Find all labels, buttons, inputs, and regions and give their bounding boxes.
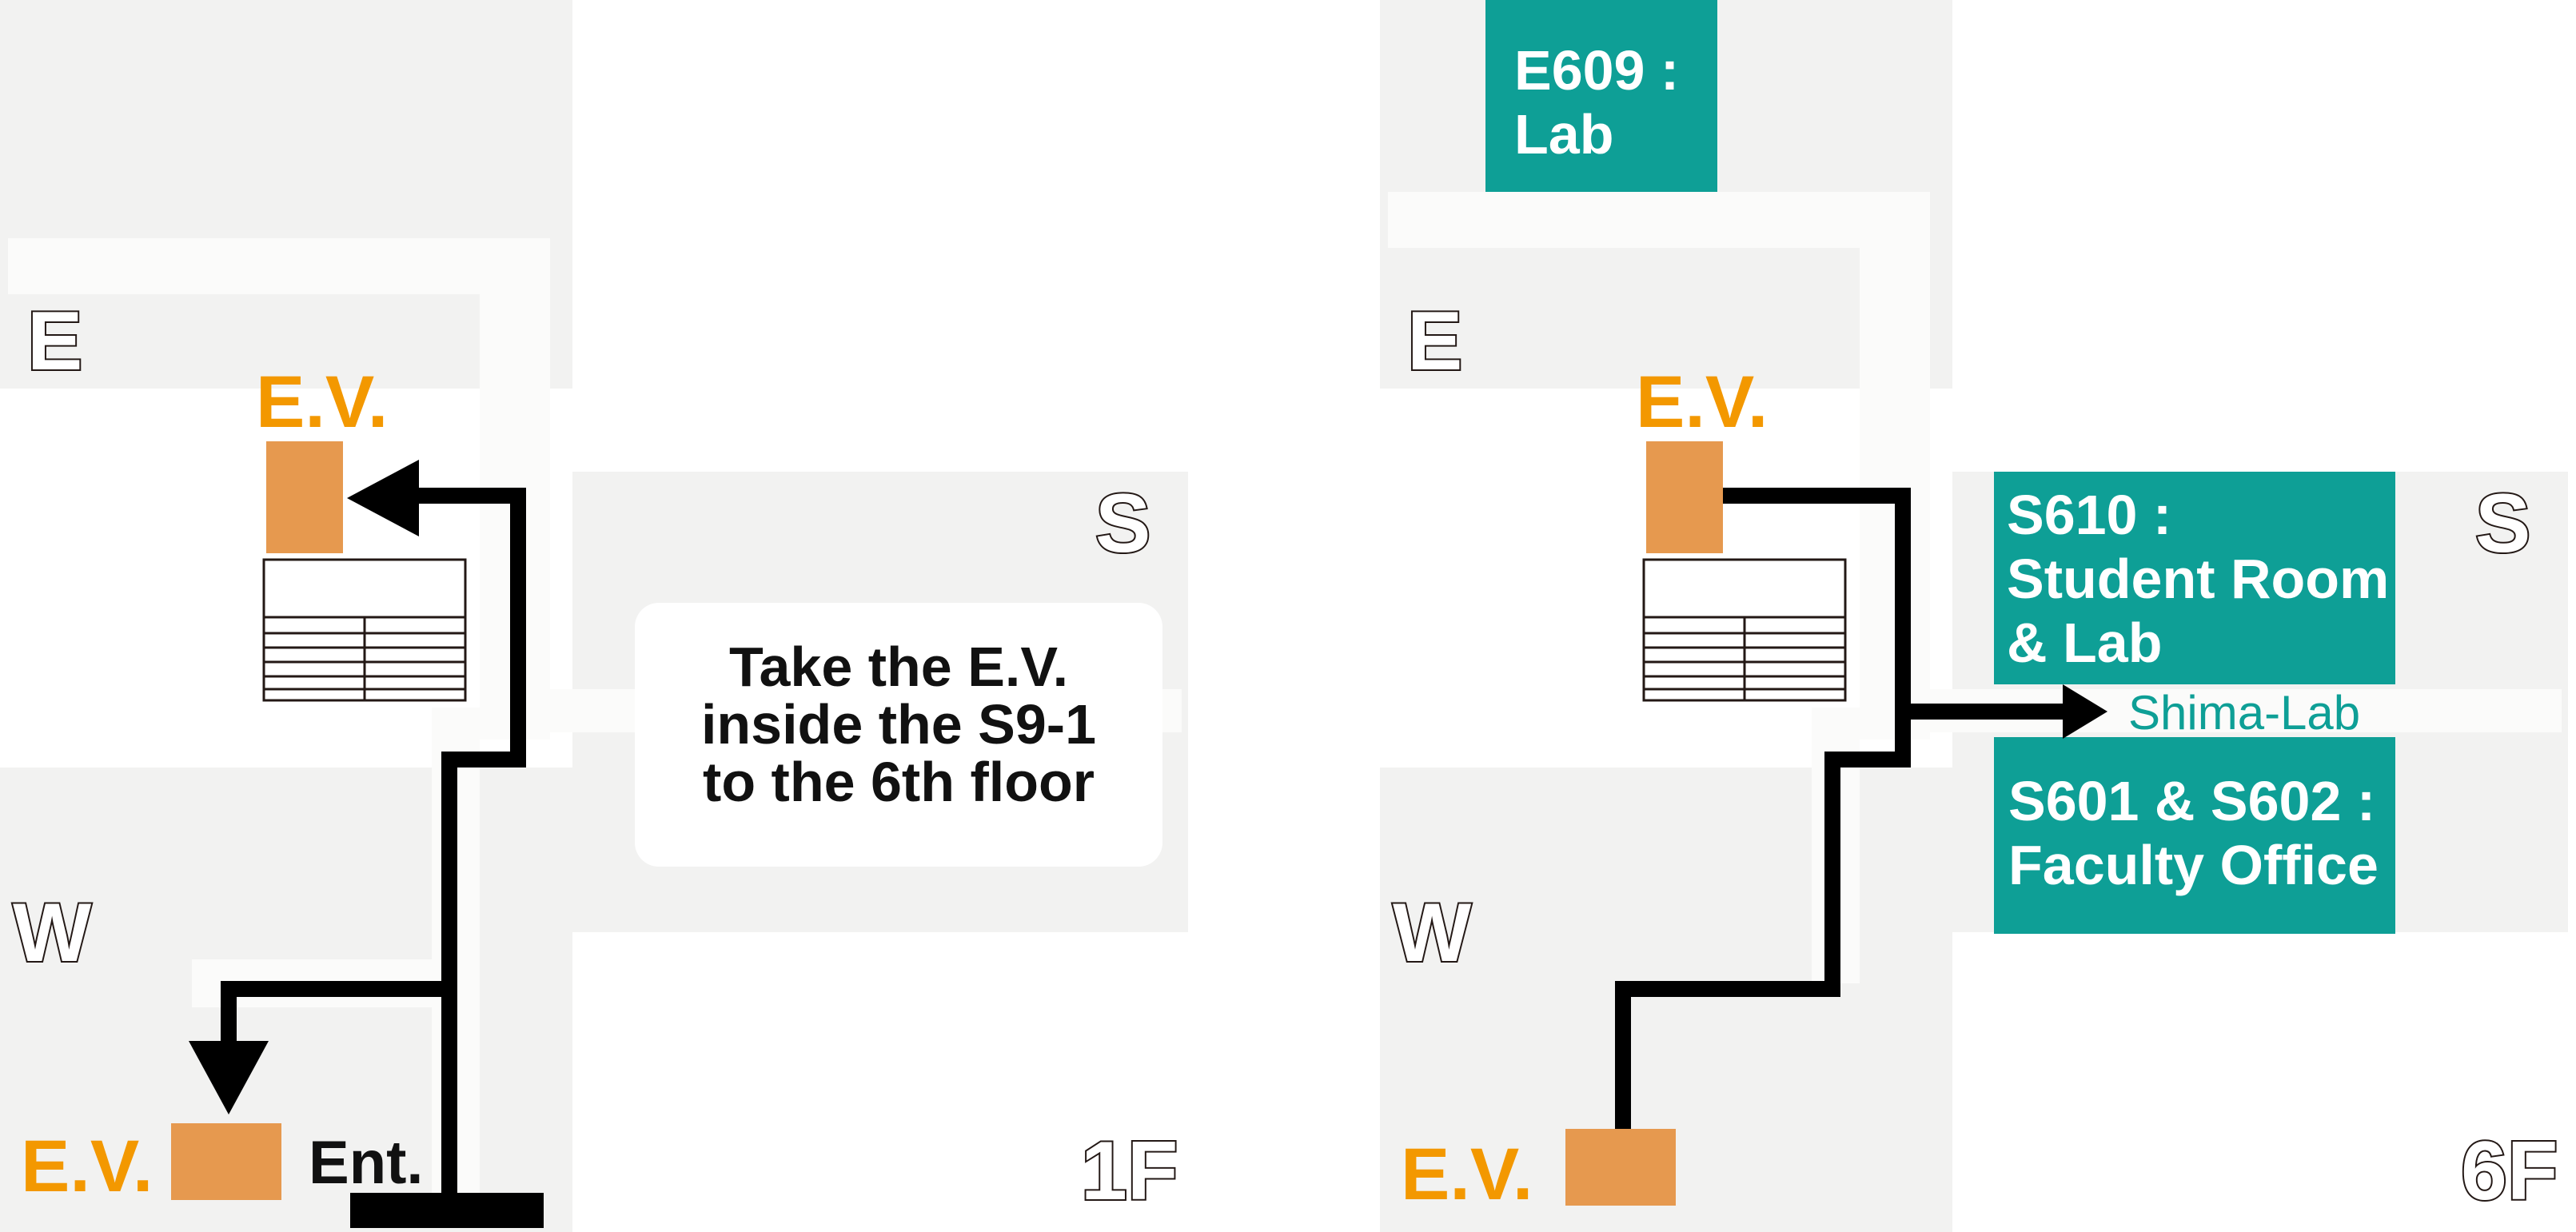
lab-name-label: Shima-Lab bbox=[2128, 686, 2360, 740]
room-s601-s602 bbox=[1994, 737, 2395, 934]
route-path-6f bbox=[1615, 488, 2107, 1129]
void-lower-6f bbox=[1952, 932, 2568, 1232]
stairs-6f bbox=[1642, 558, 1847, 702]
elevator-lower-1f bbox=[171, 1123, 281, 1200]
elevator-lower-6f bbox=[1565, 1129, 1676, 1206]
room-s610-line-1: S610 : bbox=[2007, 484, 2171, 546]
room-s601-line-1: S601 & S602 : bbox=[2008, 770, 2375, 832]
courtyard-void-6f bbox=[1380, 389, 1637, 768]
wing-label-south-1f: S bbox=[1095, 477, 1150, 570]
instruction-line-2: inside the S9-1 bbox=[701, 693, 1096, 756]
elevator-upper-1f bbox=[266, 441, 343, 553]
wing-label-east-1f: E bbox=[27, 295, 82, 388]
wing-label-west-1f: W bbox=[13, 887, 92, 979]
room-s610 bbox=[1994, 472, 2395, 684]
void-upper-6f bbox=[1952, 0, 2568, 472]
route-arrow-to-lower-ev-1f bbox=[189, 1041, 269, 1114]
ev-upper-label-1f: E.V. bbox=[256, 361, 388, 443]
room-s601-line-2: Faculty Office bbox=[2008, 834, 2379, 896]
wing-label-east-6f: E bbox=[1407, 295, 1462, 388]
entrance-bar-1f bbox=[350, 1193, 544, 1228]
floor-label-1f: 1F bbox=[1081, 1125, 1178, 1218]
void-upper-1f bbox=[572, 0, 1188, 472]
corridor-upper-6f bbox=[1388, 192, 1930, 983]
wing-label-west-6f: W bbox=[1393, 887, 1472, 979]
room-e609-line-1: E609 : bbox=[1514, 39, 1679, 102]
ev-lower-label-6f: E.V. bbox=[1401, 1134, 1533, 1215]
ev-upper-label-6f: E.V. bbox=[1636, 361, 1768, 443]
courtyard-void-1f bbox=[0, 389, 257, 768]
room-e609 bbox=[1485, 0, 1717, 192]
corridor-upper-1f bbox=[8, 238, 550, 1223]
instruction-box bbox=[635, 603, 1162, 867]
stairs-1f bbox=[262, 558, 467, 702]
route-arrow-to-lab-6f bbox=[2063, 684, 2107, 739]
floor-area-east-1f bbox=[0, 0, 572, 389]
instruction-line-3: to the 6th floor bbox=[703, 751, 1095, 813]
floor-6f-panel: E609 : Lab S610 : Student Room & Lab S60… bbox=[1380, 0, 2568, 1232]
elevator-upper-6f bbox=[1646, 441, 1723, 553]
void-lower-1f bbox=[572, 932, 1188, 1232]
floor-label-6f: 6F bbox=[2461, 1125, 2558, 1218]
wing-label-south-6f: S bbox=[2475, 477, 2530, 570]
route-path-1f bbox=[189, 460, 544, 1228]
instruction-line-1: Take the E.V. bbox=[729, 636, 1068, 698]
floor-1f-panel: E W S E.V. E.V. Ent. bbox=[0, 0, 1188, 1232]
entrance-label-1f: Ent. bbox=[309, 1129, 424, 1197]
room-s610-line-3: & Lab bbox=[2007, 612, 2162, 674]
room-s610-line-2: Student Room bbox=[2007, 548, 2389, 610]
room-e609-line-2: Lab bbox=[1514, 103, 1613, 165]
route-arrow-to-upper-ev-1f bbox=[347, 460, 419, 536]
ev-lower-label-1f: E.V. bbox=[21, 1126, 153, 1207]
